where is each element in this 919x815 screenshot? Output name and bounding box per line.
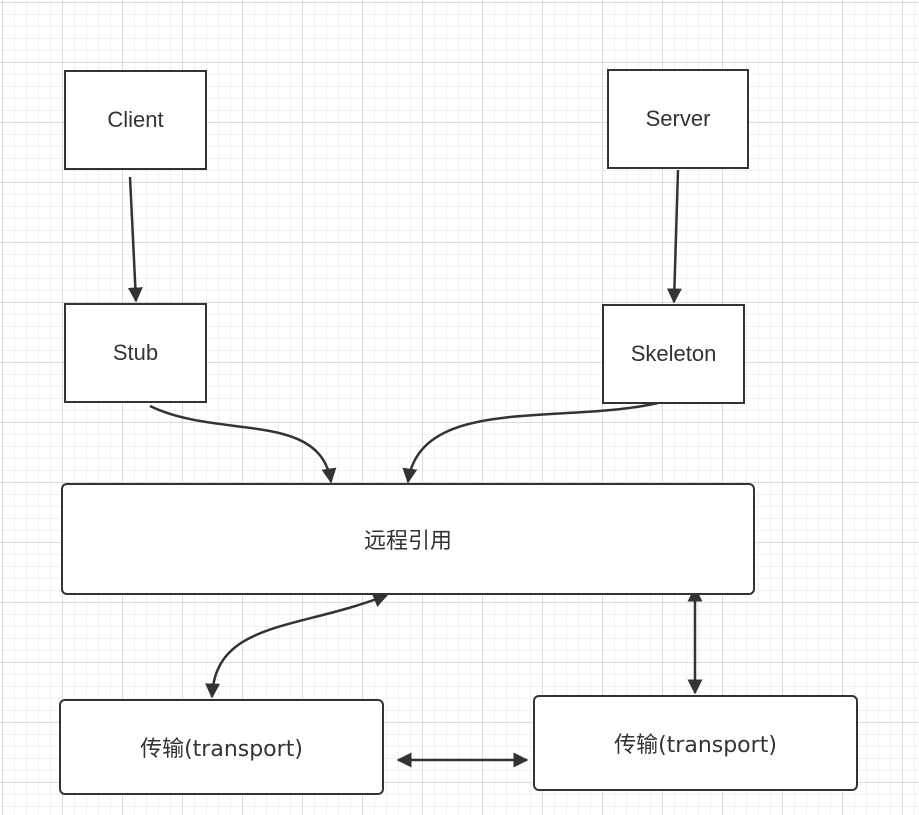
skeleton-node: Skeleton bbox=[602, 304, 745, 404]
transport-right-node: 传输(transport) bbox=[533, 695, 858, 791]
stub-label: Stub bbox=[112, 340, 159, 365]
stub-node: Stub bbox=[64, 303, 207, 403]
arrow-client-to-stub bbox=[127, 176, 143, 303]
server-label: Server bbox=[645, 106, 711, 131]
transport-left-label: 传输(transport) bbox=[140, 737, 303, 762]
client-label: Client bbox=[107, 107, 164, 132]
arrow-remote-reference-transport-left bbox=[205, 593, 389, 699]
server-node: Server bbox=[607, 69, 749, 169]
arrow-server-to-skeleton bbox=[666, 169, 682, 304]
remote-reference-label: 远程引用 bbox=[363, 529, 452, 554]
remote-reference-node: 远程引用 bbox=[61, 483, 755, 595]
arrow-stub-to-remote-reference bbox=[149, 404, 337, 484]
transport-left-node: 传输(transport) bbox=[59, 699, 384, 795]
skeleton-label: Skeleton bbox=[630, 341, 717, 366]
arrow-skeleton-to-remote-reference bbox=[402, 401, 659, 484]
client-node: Client bbox=[64, 70, 207, 170]
transport-right-label: 传输(transport) bbox=[614, 733, 777, 758]
